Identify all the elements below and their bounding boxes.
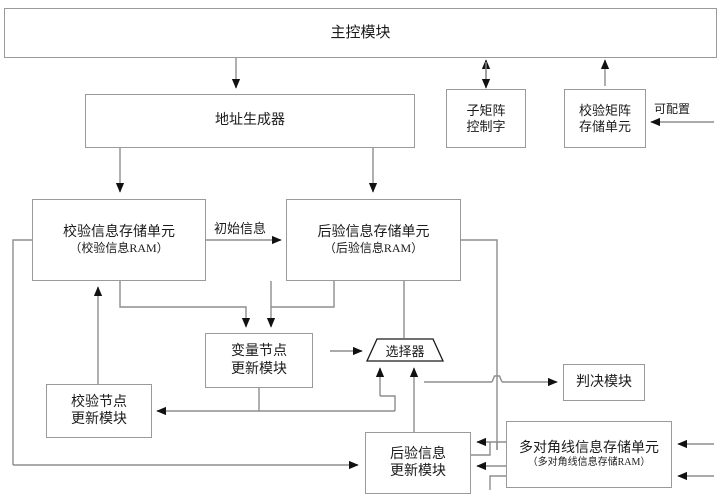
selector-trapezoid-shape [366,338,444,362]
node-check-matrix-store[interactable]: 校验矩阵 存储单元 [564,89,646,148]
edge-postram-branch [271,281,335,308]
node-variable-node-update-line1: 变量节点 [231,344,287,360]
node-check-node-update-line2: 更新模块 [71,412,127,427]
node-main-control[interactable]: 主控模块 [4,8,717,58]
edge-postram-right-bus [461,239,498,450]
edge-checkram-to-varnode [119,281,251,328]
label-initial-info: 初始信息 [214,221,267,236]
node-check-info-ram-line2: （校验信息RAM） [69,241,169,256]
node-variable-node-update-line2: 更新模块 [231,361,287,377]
node-check-node-update[interactable]: 校验节点 更新模块 [46,384,152,438]
node-check-matrix-store-line2: 存储单元 [578,118,631,134]
node-main-control-label: 主控模块 [330,24,391,41]
node-multi-diagonal-store[interactable]: 多对角线信息存储单元 （多对角线信息存储RAM） [506,421,672,488]
edge-checkram-left-bus [12,239,33,465]
node-sub-matrix-control-word-line1: 子矩阵 [466,102,506,118]
node-post-info-ram-line2: （后验信息RAM） [323,241,424,256]
node-check-node-update-line1: 校验节点 [71,394,127,410]
line-hop-bridge [491,375,503,383]
node-decision-module-label: 判决模块 [576,374,632,390]
edge-multidiag-left-stub [489,475,506,490]
node-post-info-update[interactable]: 后验信息 更新模块 [365,432,471,494]
node-address-generator[interactable]: 地址生成器 [85,94,415,148]
node-multi-diagonal-store-line1: 多对角线信息存储单元 [519,440,659,456]
node-sub-matrix-control-word-line2: 控制字 [466,118,506,134]
node-check-info-ram[interactable]: 校验信息存储单元 （校验信息RAM） [32,199,206,281]
node-selector[interactable]: 选择器 [366,338,444,362]
node-post-info-ram-line1: 后验信息存储单元 [317,225,430,241]
label-configurable: 可配置 [654,102,691,116]
node-multi-diagonal-store-line2: （多对角线信息存储RAM） [527,456,651,468]
node-check-info-ram-line1: 校验信息存储单元 [63,225,175,241]
node-check-matrix-store-line1: 校验矩阵 [578,102,631,118]
node-post-info-update-line2: 更新模块 [390,464,446,479]
node-address-generator-label: 地址生成器 [215,113,285,129]
node-post-info-update-line1: 后验信息 [390,446,446,462]
node-variable-node-update[interactable]: 变量节点 更新模块 [205,333,313,388]
edge-selector-left-feed [380,395,396,411]
node-sub-matrix-control-word[interactable]: 子矩阵 控制字 [446,89,526,148]
node-selector-label: 选择器 [385,343,425,359]
node-post-info-ram[interactable]: 后验信息存储单元 （后验信息RAM） [286,199,461,281]
node-decision-module[interactable]: 判决模块 [563,364,645,401]
edge-postupdate-right-stub [471,442,491,456]
